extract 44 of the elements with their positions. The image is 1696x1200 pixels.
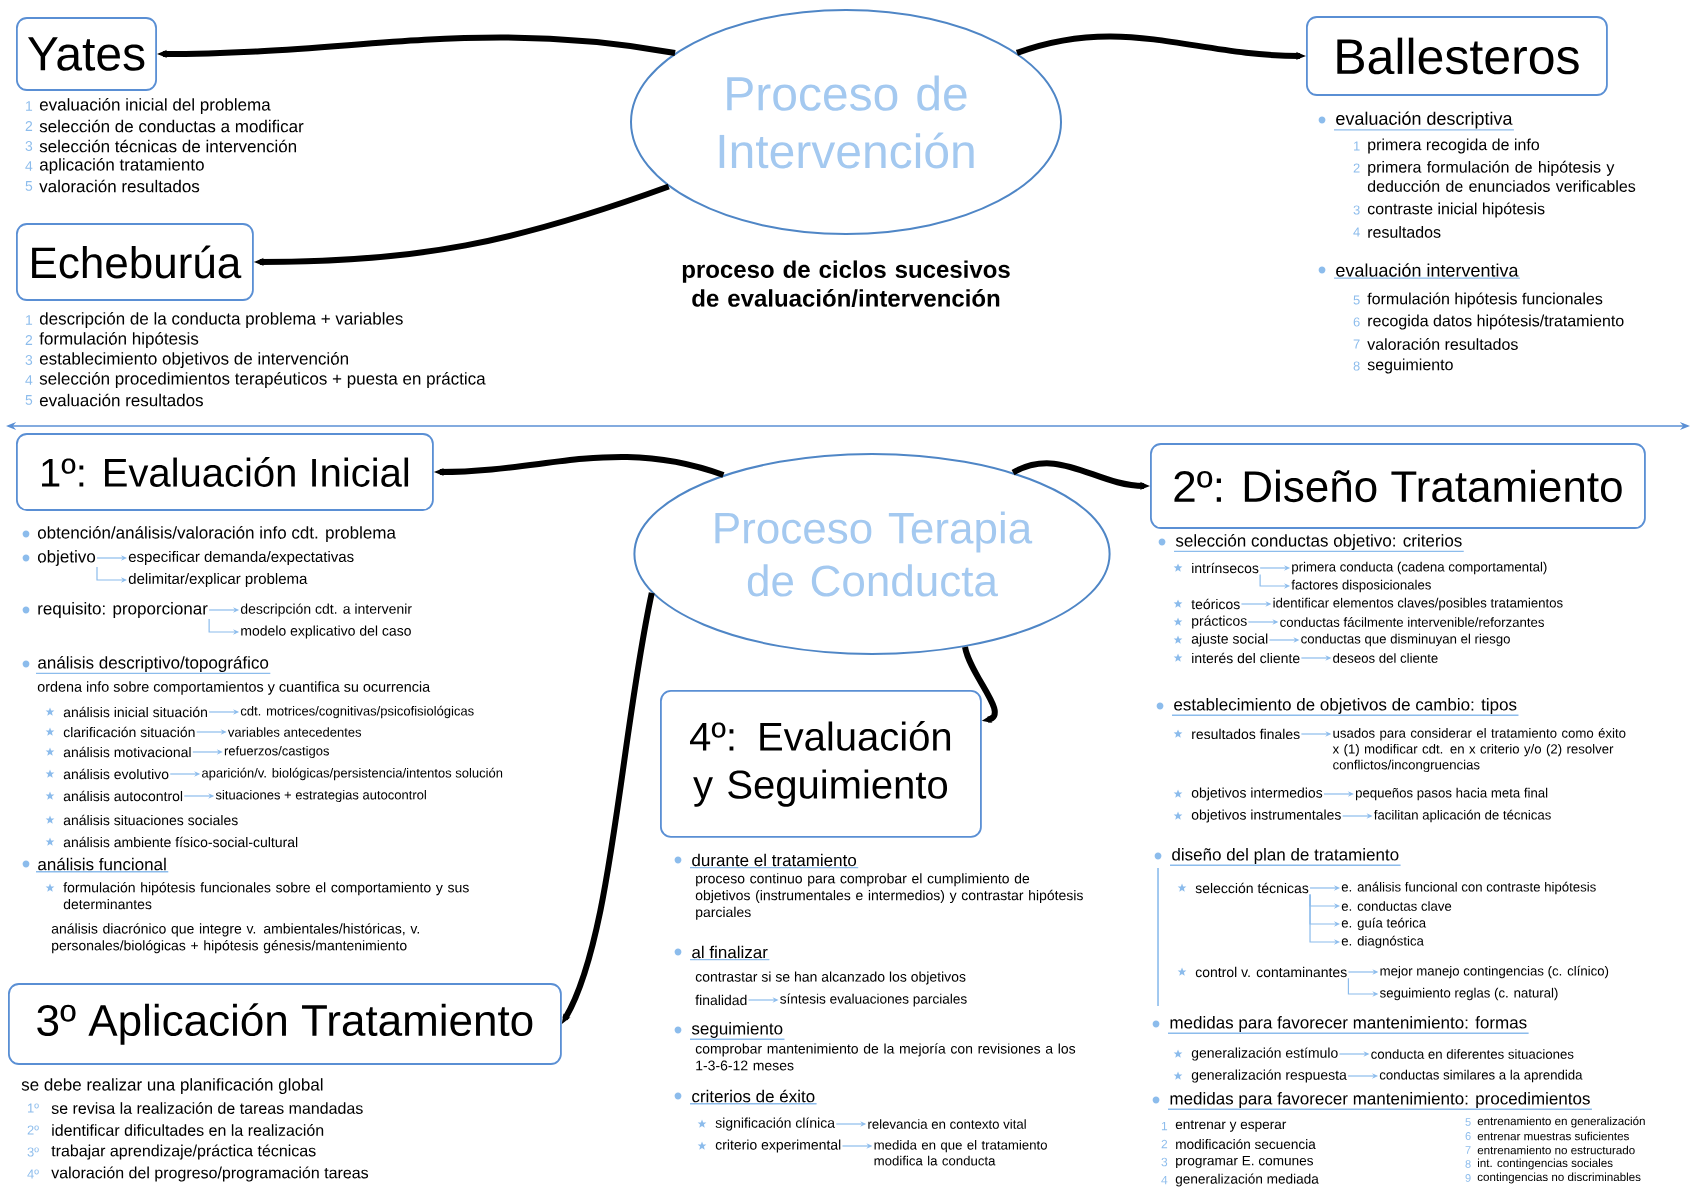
list-item: formulación hipótesis bbox=[39, 331, 199, 348]
list-item: valoración resultados bbox=[1367, 338, 1518, 350]
heading-box: 4º: Evaluación y Seguimiento bbox=[660, 690, 982, 838]
heading-box: Ballesteros bbox=[1306, 16, 1608, 96]
heading-box: 2º: Diseño Tratamiento bbox=[1150, 443, 1646, 529]
list-item: primera recogida de info bbox=[1368, 138, 1540, 154]
list-item: selección técnicas de intervención bbox=[39, 139, 296, 153]
subheading: medidas para favorecer mantenimiento: formas bbox=[1167, 1016, 1530, 1034]
arrow bbox=[962, 646, 998, 724]
subheading: evaluación descriptiva bbox=[1333, 111, 1515, 131]
heading-box: Echeburúa bbox=[16, 223, 254, 301]
note-text: proceso de ciclos sucesivos de evaluación/intervención bbox=[682, 260, 1010, 308]
list-item: requisito: proporcionar bbox=[38, 602, 208, 618]
heading-box: 1º: Evaluación Inicial bbox=[16, 433, 434, 511]
subheading: análisis descriptivo/topográfico bbox=[35, 655, 271, 675]
subheading: durante el tratamiento bbox=[689, 853, 859, 869]
list-item: resultados bbox=[1368, 226, 1441, 238]
list-item: establecimiento objetivos de intervención bbox=[39, 351, 348, 368]
list-item: formulación hipótesis funcionales bbox=[1367, 292, 1603, 308]
heading-box: Yates bbox=[16, 17, 157, 91]
list-item: seguimiento bbox=[1367, 358, 1453, 374]
subheading: establecimiento de objetivos de cambio: tipos bbox=[1171, 698, 1520, 717]
heading-box: 3º Aplicación Tratamiento bbox=[8, 983, 562, 1065]
subheading: al finalizar bbox=[689, 945, 771, 961]
list-item: identificar dificultades en la realización bbox=[52, 1124, 324, 1136]
list-item: selección procedimientos terapéuticos + puesta en práctica bbox=[39, 371, 486, 388]
list-item: objetivo bbox=[37, 550, 96, 566]
subheading: seguimiento bbox=[689, 1022, 786, 1040]
list-item: trabajar aprendizaje/práctica técnicas bbox=[51, 1144, 316, 1160]
list-item: evaluación resultados bbox=[39, 393, 203, 407]
subheading: evaluación interventiva bbox=[1333, 263, 1521, 279]
list-item: selección de conductas a modificar bbox=[39, 119, 304, 133]
list-item: valoración del progreso/programación tareas bbox=[51, 1166, 369, 1182]
list-item: recogida datos hipótesis/tratamiento bbox=[1368, 314, 1624, 330]
list-item: contraste inicial hipótesis bbox=[1367, 202, 1545, 218]
subheading: criterios de éxito bbox=[689, 1089, 818, 1105]
list-item: se revisa la realización de tareas mandadas bbox=[51, 1102, 363, 1114]
subheading: medidas para favorecer mantenimiento: procedimientos bbox=[1167, 1092, 1593, 1110]
subheading: selección conductas objetivo: criterios bbox=[1173, 533, 1465, 553]
subheading: análisis funcional bbox=[35, 857, 169, 873]
subheading: diseño del plan de tratamiento bbox=[1169, 848, 1402, 867]
list-item: obtención/análisis/valoración info cdt. problema bbox=[37, 525, 396, 542]
list-item: valoración resultados bbox=[39, 179, 200, 193]
list-item: aplicación tratamiento bbox=[39, 157, 204, 174]
